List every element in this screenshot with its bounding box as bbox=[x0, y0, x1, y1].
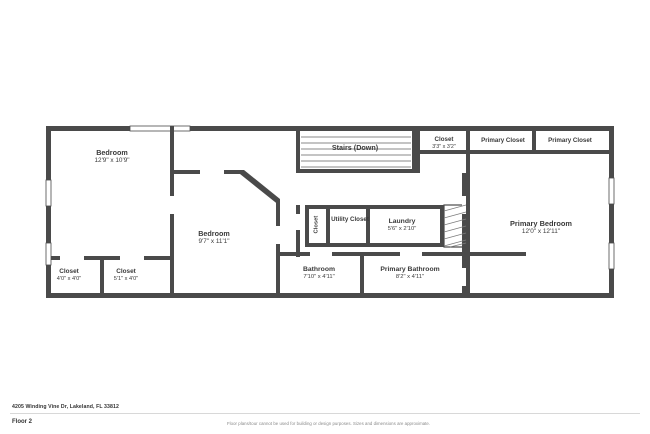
disclaimer-text: Floor plans/tour cannot be used for buil… bbox=[227, 421, 431, 426]
interior-walls bbox=[51, 126, 614, 298]
doorways bbox=[60, 170, 466, 286]
windows bbox=[45, 125, 615, 270]
stair-treads bbox=[301, 136, 411, 168]
footer-divider bbox=[10, 413, 640, 414]
mechanical-chase-hatch bbox=[443, 204, 467, 248]
floor-label: Floor 2 bbox=[12, 419, 33, 425]
property-address: 4205 Winding Vine Dr, Lakeland, FL 33812 bbox=[12, 404, 119, 410]
